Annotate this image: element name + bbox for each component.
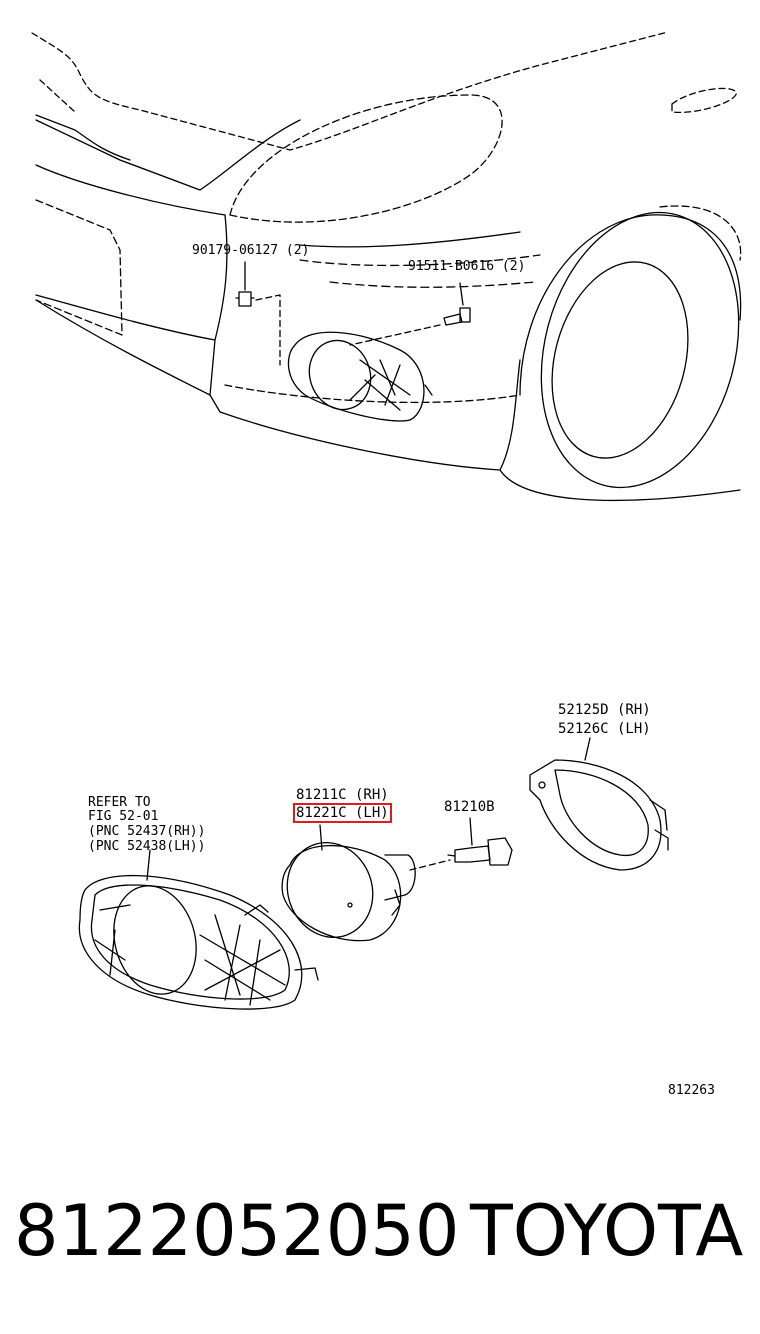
fog-lamp-rh-label: 81211C (RH) [296, 787, 389, 803]
fog-lamp-lh-label-highlighted: 81221C (LH) [293, 803, 392, 823]
installed-fog-lamp-drawing [287, 331, 433, 422]
bezel-note-line3: (PNC 52437(RH)) [88, 824, 206, 839]
bulb-drawing [447, 817, 513, 866]
screw-drawing [443, 307, 471, 326]
bezel-note-line1: REFER TO [88, 795, 151, 810]
bracket-drawing [529, 737, 669, 871]
bracket-rh-label: 52125D (RH) [558, 702, 651, 718]
fog-lamp-unit-drawing [281, 824, 416, 942]
screw-part-label: 91511-B0616 (2) [408, 259, 526, 274]
clip-part-label: 90179-06127 (2) [192, 243, 310, 258]
bracket-lh-label: 52126C (LH) [558, 721, 651, 737]
fog-lamp-bezel-drawing [78, 849, 319, 1010]
part-number-footer: 8122052050 [14, 1190, 460, 1272]
bezel-note-line4: (PNC 52438(LH)) [88, 839, 206, 854]
clip-drawing [235, 291, 255, 307]
bulb-label: 81210B [444, 799, 495, 815]
car-front-bumper-drawing [31, 31, 742, 502]
bezel-note-line2: FIG 52-01 [88, 809, 159, 824]
brand-footer: TOYOTA [470, 1190, 744, 1272]
drawing-number: 812263 [668, 1083, 715, 1098]
